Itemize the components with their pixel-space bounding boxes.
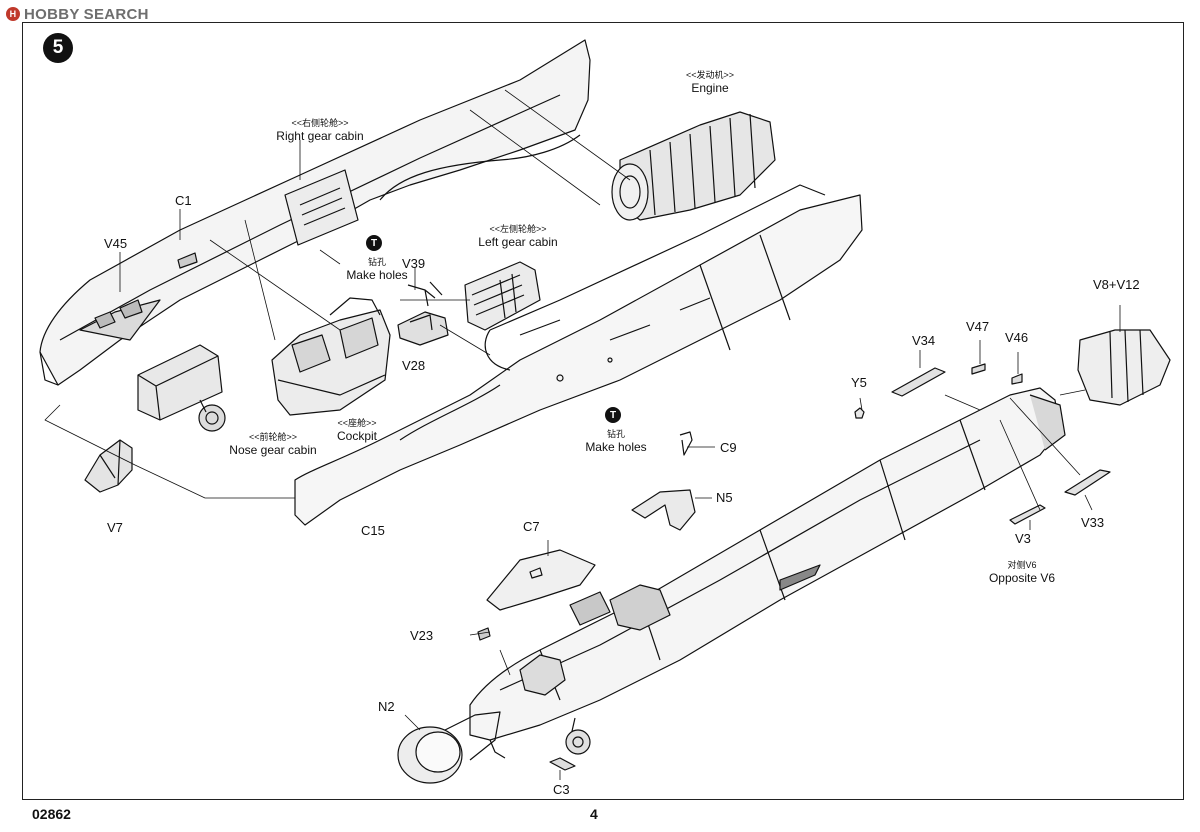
nose-gear-cabin-part xyxy=(137,344,226,432)
cockpit-label: <<座舱>> Cockpit xyxy=(337,416,377,443)
nose-gear-cabin-label-en: Nose gear cabin xyxy=(229,443,317,457)
engine-label: <<发动机>> Engine xyxy=(686,68,734,95)
drill-tool-icon: T xyxy=(605,407,621,423)
part-label-v23: V23 xyxy=(410,628,434,643)
nose-gear-cabin-label-cn: <<前轮舱>> xyxy=(248,432,298,442)
assembled-fuselage xyxy=(469,387,1066,771)
right-small-parts xyxy=(854,329,1171,525)
cockpit-label-cn: <<座舱>> xyxy=(337,418,377,428)
right-gear-cabin-label-cn: <<右侧轮舱>> xyxy=(291,118,349,128)
leader-lines-right xyxy=(404,305,1121,780)
part-label-c3: C3 xyxy=(553,782,570,797)
part-label-c15: C15 xyxy=(361,523,385,538)
make-holes-en: Make holes xyxy=(346,268,408,282)
part-label-v46: V46 xyxy=(1005,330,1029,345)
opposite-v6-label-cn: 对侧V6 xyxy=(1007,560,1037,570)
part-label-c1: C1 xyxy=(175,193,192,208)
part-label-v45: V45 xyxy=(104,236,128,251)
part-label-v39: V39 xyxy=(402,256,426,271)
page-frame xyxy=(22,22,1184,800)
cockpit-label-en: Cockpit xyxy=(336,429,378,443)
part-label-n2: N2 xyxy=(378,699,395,714)
part-label-c9: C9 xyxy=(720,440,737,455)
part-label-v7: V7 xyxy=(107,520,123,535)
part-label-y5: Y5 xyxy=(851,375,867,390)
right-gear-cabin-label-en: Right gear cabin xyxy=(276,129,364,143)
left-gear-cabin-label: <<左侧轮舱>> Left gear cabin xyxy=(478,222,557,249)
part-label-v47: V47 xyxy=(966,319,990,334)
left-gear-cabin-part xyxy=(464,261,541,331)
part-label-n5: N5 xyxy=(716,490,733,505)
left-gear-cabin-label-cn: <<左侧轮舱>> xyxy=(489,224,547,234)
drill-tool-icon: T xyxy=(366,235,382,251)
watermark: H HOBBY SEARCH xyxy=(6,4,149,24)
step-number-badge: 5 xyxy=(43,33,73,63)
make-holes-label-lower: 钻孔 Make holes xyxy=(585,427,646,454)
opposite-v6-label-en: Opposite V6 xyxy=(988,571,1056,585)
page-number: 4 xyxy=(590,806,598,822)
engine-label-en: Engine xyxy=(691,81,729,95)
v7-part xyxy=(84,439,133,493)
lower-fuselage-half xyxy=(294,184,863,526)
part-label-v28: V28 xyxy=(402,358,426,373)
make-holes-cn: 钻孔 xyxy=(606,429,625,439)
part-label-c7: C7 xyxy=(523,519,540,534)
part-label-v3: V3 xyxy=(1015,531,1031,546)
part-label-v34: V34 xyxy=(912,333,936,348)
n2-intake-part xyxy=(397,711,501,784)
nose-gear-cabin-label: <<前轮舱>> Nose gear cabin xyxy=(229,430,316,457)
make-holes-cn: 钻孔 xyxy=(367,257,386,267)
hobbysearch-logo-icon: H xyxy=(6,7,20,21)
v39-v28-parts xyxy=(397,281,449,346)
part-label-v33: V33 xyxy=(1081,515,1105,530)
leader-lines-upper xyxy=(44,89,631,499)
product-code: 02862 xyxy=(32,806,71,822)
engine-part xyxy=(611,111,776,221)
right-gear-cabin-label: <<右侧轮舱>> Right gear cabin xyxy=(276,116,363,143)
watermark-suffix: SEARCH xyxy=(83,5,149,23)
watermark-brand: HOBBY xyxy=(24,5,80,23)
make-holes-label-upper: 钻孔 Make holes xyxy=(346,255,407,282)
opposite-v6-label: 对侧V6 Opposite V6 xyxy=(989,558,1055,585)
upper-fuselage-half xyxy=(39,39,591,386)
cockpit-tub-part xyxy=(271,297,391,416)
left-gear-cabin-label-en: Left gear cabin xyxy=(478,235,558,249)
canopy-parts xyxy=(477,431,696,641)
make-holes-en: Make holes xyxy=(585,440,647,454)
engine-label-cn: <<发动机>> xyxy=(685,70,735,80)
part-label-v8-v12: V8+V12 xyxy=(1093,277,1140,292)
